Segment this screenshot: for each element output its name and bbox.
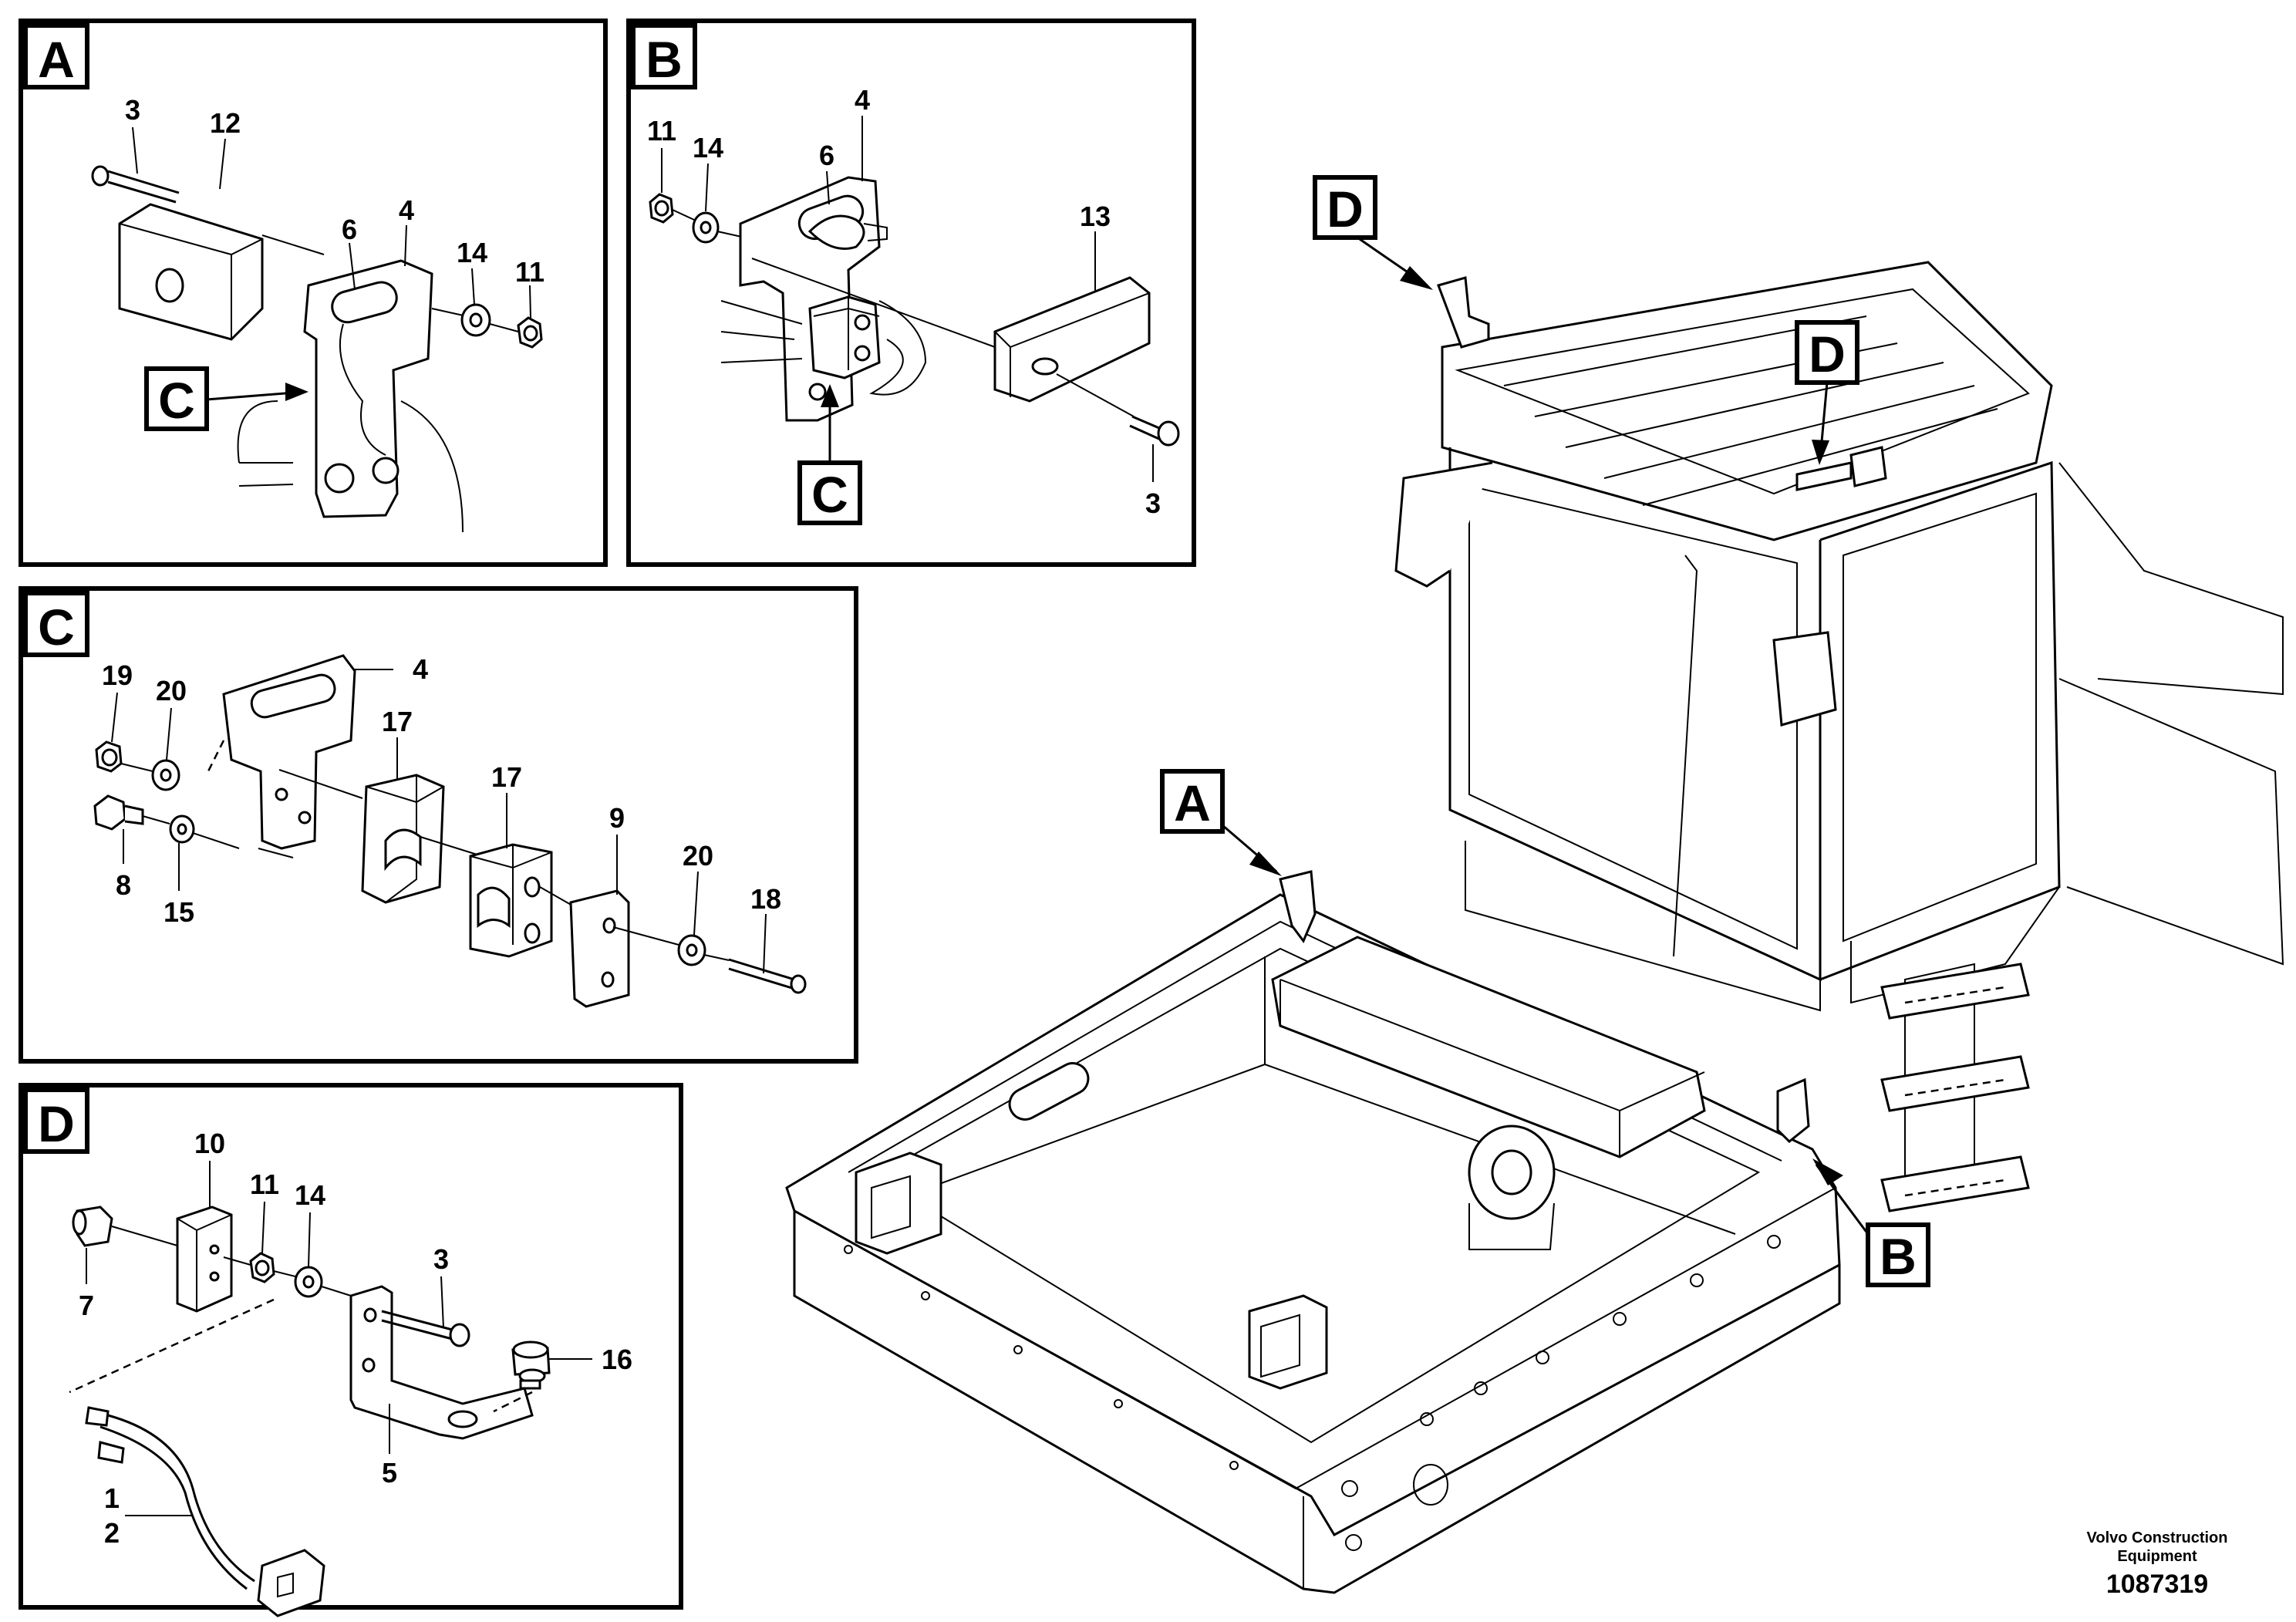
panel-b-letter-box	[631, 23, 697, 89]
washer-part	[294, 1266, 323, 1298]
clamp-half-part	[361, 774, 445, 904]
panel-d: D	[19, 1083, 683, 1617]
bracket-part	[222, 654, 356, 850]
panel-c-callout-4: 4	[413, 653, 428, 685]
screw-part	[381, 1310, 470, 1347]
panel-c-callout-19: 19	[102, 659, 133, 691]
marker-d-left-letter: D	[1327, 180, 1364, 238]
screw-part	[728, 958, 807, 994]
panel-c-letter: C	[38, 599, 75, 656]
credit-line-1: Volvo Construction	[2086, 1529, 2228, 1546]
bulb-part	[72, 1206, 113, 1247]
panel-a-callout-6: 6	[342, 214, 357, 245]
panel-c-callout-15: 15	[164, 896, 194, 928]
panel-a-callout-4: 4	[399, 194, 414, 226]
screw-part	[1129, 415, 1180, 447]
nut-part	[95, 740, 123, 773]
panel-a-callout-11: 11	[515, 256, 544, 288]
panel-c-letter-box	[23, 591, 89, 657]
marker-a: A	[1160, 769, 1282, 876]
panel-b-callout-3: 3	[1145, 487, 1161, 519]
panel-d-callout-14: 14	[295, 1179, 325, 1211]
washer-part	[151, 759, 180, 791]
panel-b-callout-4: 4	[855, 84, 870, 116]
panel-a-letter-box	[23, 23, 89, 89]
panel-b-callout-13: 13	[1080, 201, 1111, 232]
lens-cover-part	[993, 276, 1151, 403]
wire-harness-part	[85, 1406, 325, 1617]
nut-part	[249, 1252, 275, 1283]
panel-d-callout-2: 2	[104, 1517, 120, 1549]
panel-d-callout-7: 7	[79, 1290, 94, 1321]
nut-part	[517, 316, 543, 349]
panel-c-callout-8: 8	[116, 869, 131, 901]
drawing-number: 1087319	[2106, 1570, 2209, 1599]
panel-d-callout-11: 11	[250, 1168, 279, 1200]
lamp-housing-part	[176, 1206, 233, 1313]
lamp-housing-part	[118, 203, 264, 341]
panel-d-callout-5: 5	[382, 1457, 397, 1489]
panel-d-letter: D	[38, 1095, 75, 1152]
panel-b-callout-6: 6	[819, 140, 834, 171]
panel-a-ref-c: C	[158, 372, 195, 429]
clamp-part	[808, 295, 881, 401]
washer-part	[692, 211, 720, 244]
panel-c-callout-17b: 17	[491, 761, 522, 793]
marker-d-left: D	[1313, 175, 1433, 290]
panel-d-callout-3: 3	[433, 1243, 449, 1275]
panel-c-callout-17a: 17	[382, 706, 413, 737]
panel-a-letter: A	[38, 31, 75, 88]
panel-c: C	[19, 586, 858, 1064]
panel-c-callout-20b: 20	[683, 840, 713, 872]
panel-c-callout-18: 18	[750, 883, 781, 915]
clamp-half-part	[469, 843, 553, 958]
panel-a-callout-12: 12	[210, 107, 241, 139]
marker-d-right: D	[1795, 320, 1859, 465]
credit-block: Volvo Construction Equipment	[2072, 1529, 2242, 1566]
machine-view	[785, 261, 2284, 1594]
panel-a-callout-14: 14	[457, 237, 487, 268]
panel-b-callout-14: 14	[693, 132, 723, 164]
marker-d-right-letter: D	[1809, 325, 1846, 383]
marker-b: B	[1812, 1158, 1930, 1287]
bolt-part	[91, 165, 180, 204]
panel-a: A	[19, 19, 608, 567]
cab	[1394, 261, 2284, 1189]
panel-c-callout-20: 20	[156, 675, 187, 706]
panel-c-callout-9: 9	[609, 802, 625, 834]
nut-part	[649, 193, 674, 224]
panel-a-callout-3: 3	[125, 94, 140, 126]
mount-holes	[844, 1235, 1781, 1551]
bracket-part	[349, 1285, 534, 1440]
panel-d-letter-box	[23, 1088, 89, 1154]
access-steps	[1880, 963, 2030, 1212]
panel-b: B	[626, 19, 1196, 567]
credit-line-2: Equipment	[2117, 1548, 2197, 1565]
washer-part	[169, 814, 195, 844]
bracket-part	[303, 259, 433, 518]
marker-b-letter: B	[1880, 1228, 1917, 1285]
bolt-part	[93, 794, 144, 831]
panel-b-ref-c: C	[811, 466, 848, 523]
center-beam	[1271, 936, 1706, 1250]
grommet-part	[511, 1340, 551, 1390]
panel-b-callout-11: 11	[647, 115, 676, 147]
panel-d-callout-16: 16	[602, 1344, 632, 1375]
panel-d-callout-10: 10	[194, 1128, 225, 1159]
panel-b-letter: B	[646, 31, 683, 88]
plate-part	[569, 889, 630, 1008]
washer-part	[460, 303, 491, 337]
marker-a-letter: A	[1174, 774, 1211, 831]
panel-d-callout-1: 1	[104, 1482, 120, 1514]
washer-part	[677, 934, 706, 966]
